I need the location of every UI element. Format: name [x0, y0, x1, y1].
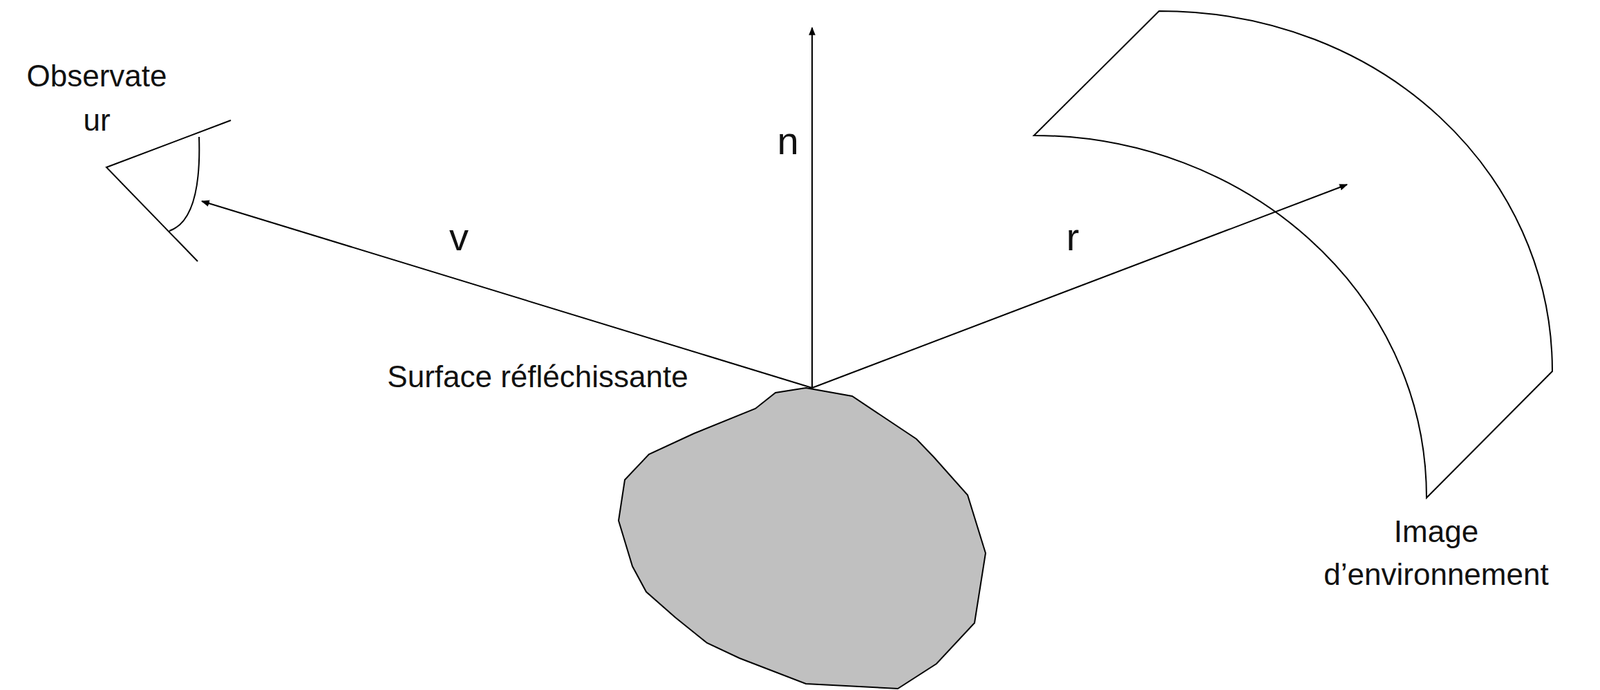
observer-eye: [106, 120, 231, 262]
normal-vector: [811, 27, 813, 388]
reflecting-object: [618, 387, 986, 689]
environment-image: [1033, 11, 1553, 498]
vector-name: n: [760, 118, 816, 164]
observer-label: Observate ur: [17, 53, 177, 143]
reflection-vector: [812, 184, 1348, 388]
vector-name: v: [431, 214, 487, 260]
surface-label: Surface réfléchissante: [358, 357, 718, 397]
environment-label: Image d’environnement: [1291, 510, 1582, 596]
vector-name: r: [1045, 214, 1101, 260]
